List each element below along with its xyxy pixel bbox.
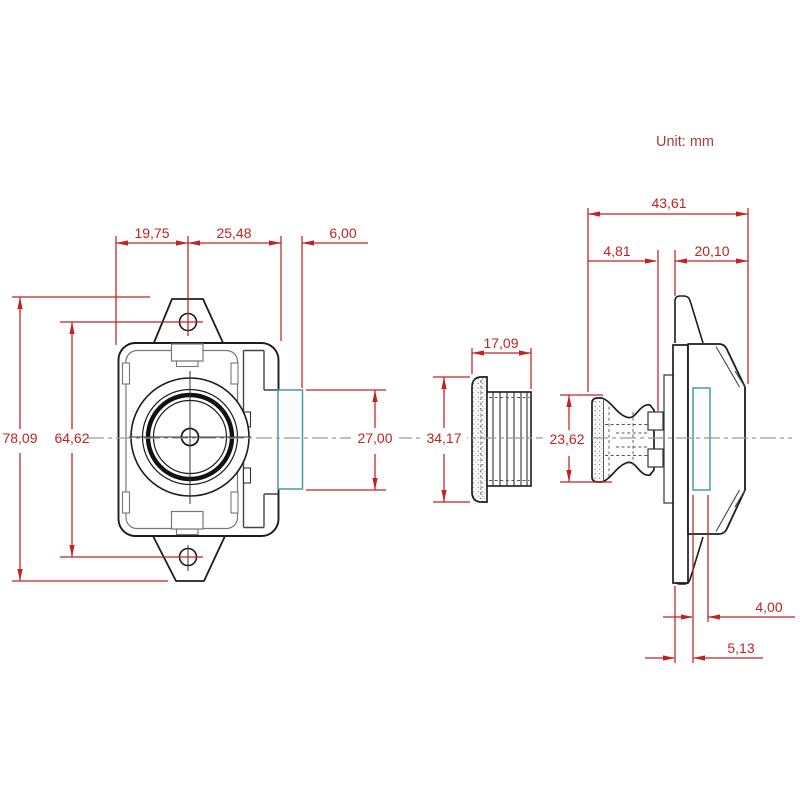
side-top-mounting-ear — [674, 295, 704, 344]
dim-front-top-group — [115, 236, 368, 388]
dim-bottom-right-group — [645, 495, 795, 663]
dim-front-left-group — [12, 296, 203, 582]
dim-label-5-13: 5,13 — [727, 640, 754, 656]
front-latch-bolt — [277, 389, 304, 490]
dim-label-6-00: 6,00 — [329, 225, 356, 241]
side-latch-bolt — [692, 387, 711, 491]
dimension-annotations — [12, 208, 795, 663]
dim-bushing-group — [433, 348, 532, 503]
front-corner-notch-bl — [121, 491, 131, 514]
front-top-clip-notch — [170, 343, 204, 362]
dim-ext-lines-top — [115, 236, 303, 388]
arrowheads-top — [116, 240, 314, 246]
dim-label-23-62: 23,62 — [549, 431, 584, 447]
dim-label-43-61: 43,61 — [651, 195, 686, 211]
dim-label-64-62: 64,62 — [54, 430, 89, 446]
front-corner-notch-br — [230, 491, 239, 514]
knob-view — [591, 397, 664, 483]
dim-label-34-17: 34,17 — [426, 430, 461, 446]
bushing-thread-ridges — [492, 392, 528, 486]
bushing-view — [471, 376, 532, 503]
backer-27-00 — [351, 429, 399, 450]
dim-label-78-09: 78,09 — [2, 430, 37, 446]
arrowheads-bottom — [663, 614, 720, 661]
bushing-thread-body — [486, 391, 532, 487]
dim-ext-lines-left — [12, 296, 203, 582]
dim-label-27-00: 27,00 — [357, 430, 392, 446]
dimension-labels: Unit: mm 19,75 25,48 6,00 78,09 64,62 27… — [2, 134, 782, 656]
knob-clip-top — [647, 411, 664, 431]
arrowheads-bolt — [372, 390, 378, 490]
dim-ext-lines-bottom — [674, 495, 709, 663]
dim-ext-lines-side — [587, 208, 749, 411]
dim-label-25-48: 25,48 — [216, 225, 251, 241]
front-corner-notch-tr — [230, 362, 239, 385]
unit-note: Unit: mm — [656, 134, 714, 150]
dim-label-20-10: 20,10 — [694, 243, 729, 259]
bushing-flange-knurl-texture — [473, 378, 486, 501]
front-bottom-clip-notch — [170, 510, 204, 530]
dim-label-19-75: 19,75 — [134, 225, 169, 241]
dim-knob-group — [560, 394, 612, 483]
dim-side-group — [587, 208, 749, 411]
backer-23-62 — [543, 430, 590, 451]
dim-label-4-81: 4,81 — [603, 243, 630, 259]
dim-ext-lines-bolt — [306, 389, 386, 491]
front-view — [117, 298, 280, 582]
dim-bolt-height-group — [306, 389, 386, 491]
dim-label-17-09: 17,09 — [483, 335, 518, 351]
backer-34-17 — [420, 429, 467, 450]
side-mounting-plate — [672, 344, 689, 584]
label-backers — [351, 429, 590, 451]
knob-clip-bottom — [647, 448, 664, 468]
front-corner-notch-tl — [121, 362, 131, 385]
front-bottom-clip-lip — [175, 528, 199, 536]
side-view — [663, 295, 746, 585]
side-chamfer-facet-lines — [715, 346, 746, 532]
knob-cap-texture — [592, 399, 604, 481]
front-top-clip-lip — [175, 360, 199, 368]
dim-ext-lines-bushing — [433, 348, 532, 503]
dim-label-4-00: 4,00 — [755, 599, 782, 615]
knob-hidden-lines — [605, 401, 651, 479]
front-bolt-guide-notch-bottom — [242, 467, 252, 484]
bushing-hidden-lines — [480, 380, 530, 499]
